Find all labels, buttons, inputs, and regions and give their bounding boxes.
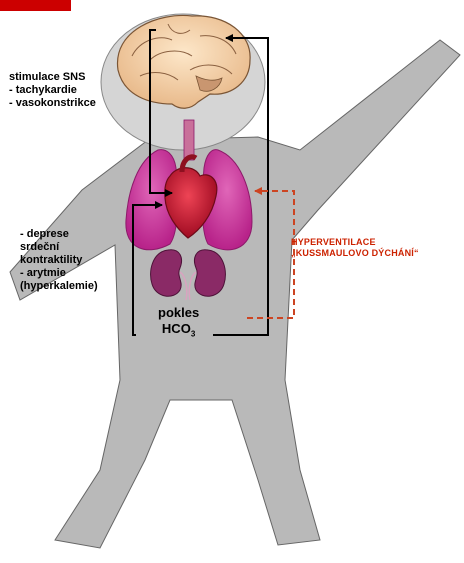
sns-line-1: stimulace SNS — [9, 71, 96, 84]
hco3-text: HCO3 — [158, 321, 199, 343]
sns-line-2: - tachykardie — [9, 84, 96, 97]
hco3-main: HCO — [162, 321, 191, 336]
heart-effects-label: - deprese srdeční kontraktility - arytmi… — [20, 228, 98, 293]
hco3-subscript: 3 — [191, 330, 195, 339]
hco3-label: pokles HCO3 — [158, 305, 199, 343]
pokles-text: pokles — [158, 305, 199, 321]
corner-tab — [0, 0, 71, 11]
hyperventilation-line-1: HYPERVENTILACE — [291, 237, 419, 248]
heart-effects-line-2: srdeční — [20, 241, 98, 254]
heart-effects-line-4: - arytmie — [20, 267, 98, 280]
hyperventilation-line-2: „KUSSMAULOVO DÝCHÁNÍ“ — [291, 248, 419, 259]
hyperventilation-label: HYPERVENTILACE „KUSSMAULOVO DÝCHÁNÍ“ — [291, 237, 419, 259]
heart-effects-line-5: (hyperkalemie) — [20, 280, 98, 293]
sns-label: stimulace SNS - tachykardie - vasokonstr… — [9, 71, 96, 110]
heart-effects-line-3: kontraktility — [20, 254, 98, 267]
sns-line-3: - vasokonstrikce — [9, 97, 96, 110]
heart-effects-line-1: - deprese — [20, 228, 98, 241]
